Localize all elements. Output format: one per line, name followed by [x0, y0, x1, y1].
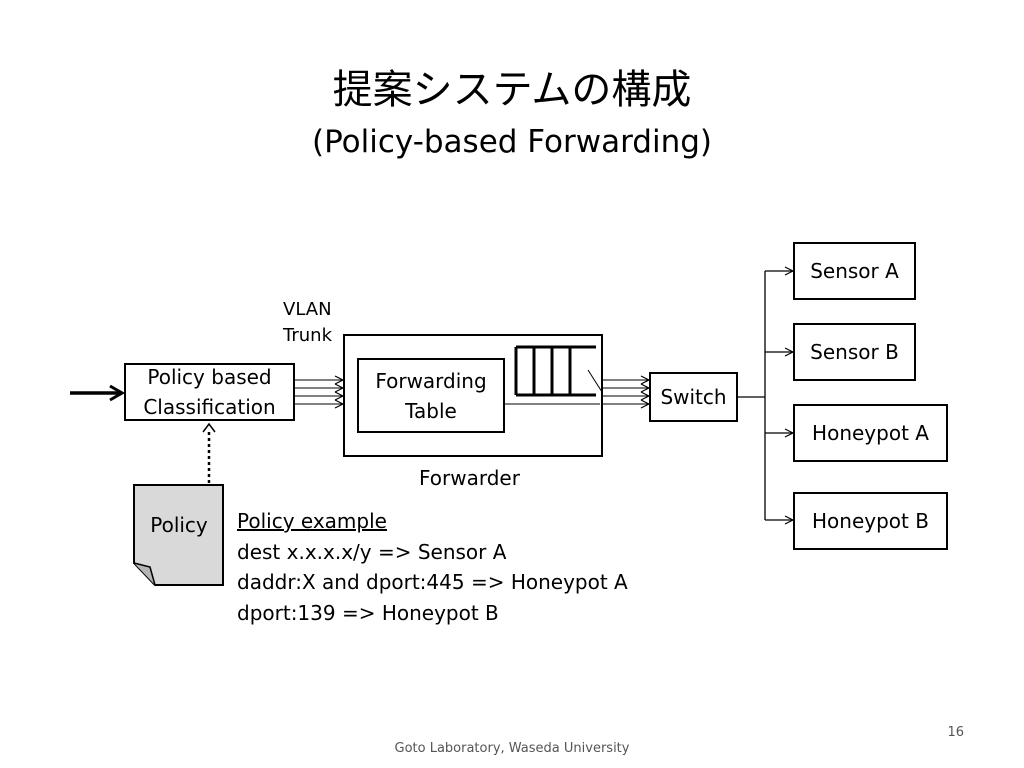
queue-output-line — [587, 369, 603, 393]
page-number: 16 — [947, 725, 964, 740]
vlan-trunk-label: VLAN Trunk — [283, 299, 332, 346]
policy-example-heading: Policy example — [237, 509, 387, 533]
slide-footer: Goto Laboratory, Waseda University — [394, 741, 630, 756]
forwarding-table-line1: Forwarding — [375, 368, 487, 393]
switch-fanout — [738, 271, 793, 520]
switch-box: Switch — [649, 372, 738, 422]
forwarder-box — [343, 334, 603, 457]
destination-honeypot-b: Honeypot B — [793, 492, 948, 550]
forwarder-label: Forwarder — [419, 466, 520, 490]
destination-sensor-a: Sensor A — [793, 242, 916, 300]
policy-example-line: dest x.x.x.x/y => Sensor A — [237, 539, 507, 564]
forwarding-table-box: Forwarding Table — [357, 358, 505, 433]
slide-subtitle: (Policy-based Forwarding) — [311, 124, 713, 160]
forwarder-to-switch-lines — [603, 380, 649, 404]
destination-sensor-b: Sensor B — [793, 323, 916, 381]
policy-example: Policy example dest x.x.x.x/y => Sensor … — [237, 506, 628, 628]
policy-example-line: dport:139 => Honeypot B — [237, 600, 499, 625]
classifier-label-line1: Policy based — [147, 365, 272, 389]
queue-icon — [514, 345, 596, 397]
policy-classification-box: Policy based Classification — [124, 363, 295, 421]
destination-honeypot-a: Honeypot A — [793, 404, 948, 462]
policy-arrow-head — [202, 422, 216, 433]
vlan-trunk-lines — [295, 380, 343, 404]
policy-document-icon — [133, 484, 224, 586]
slide-title: 提案システムの構成 — [332, 67, 692, 113]
policy-document-label: Policy — [150, 513, 208, 537]
policy-example-line: daddr:X and dport:445 => Honeypot A — [237, 570, 628, 594]
classifier-label-line2: Classification — [143, 395, 276, 419]
forwarding-table-line2: Table — [405, 398, 457, 423]
